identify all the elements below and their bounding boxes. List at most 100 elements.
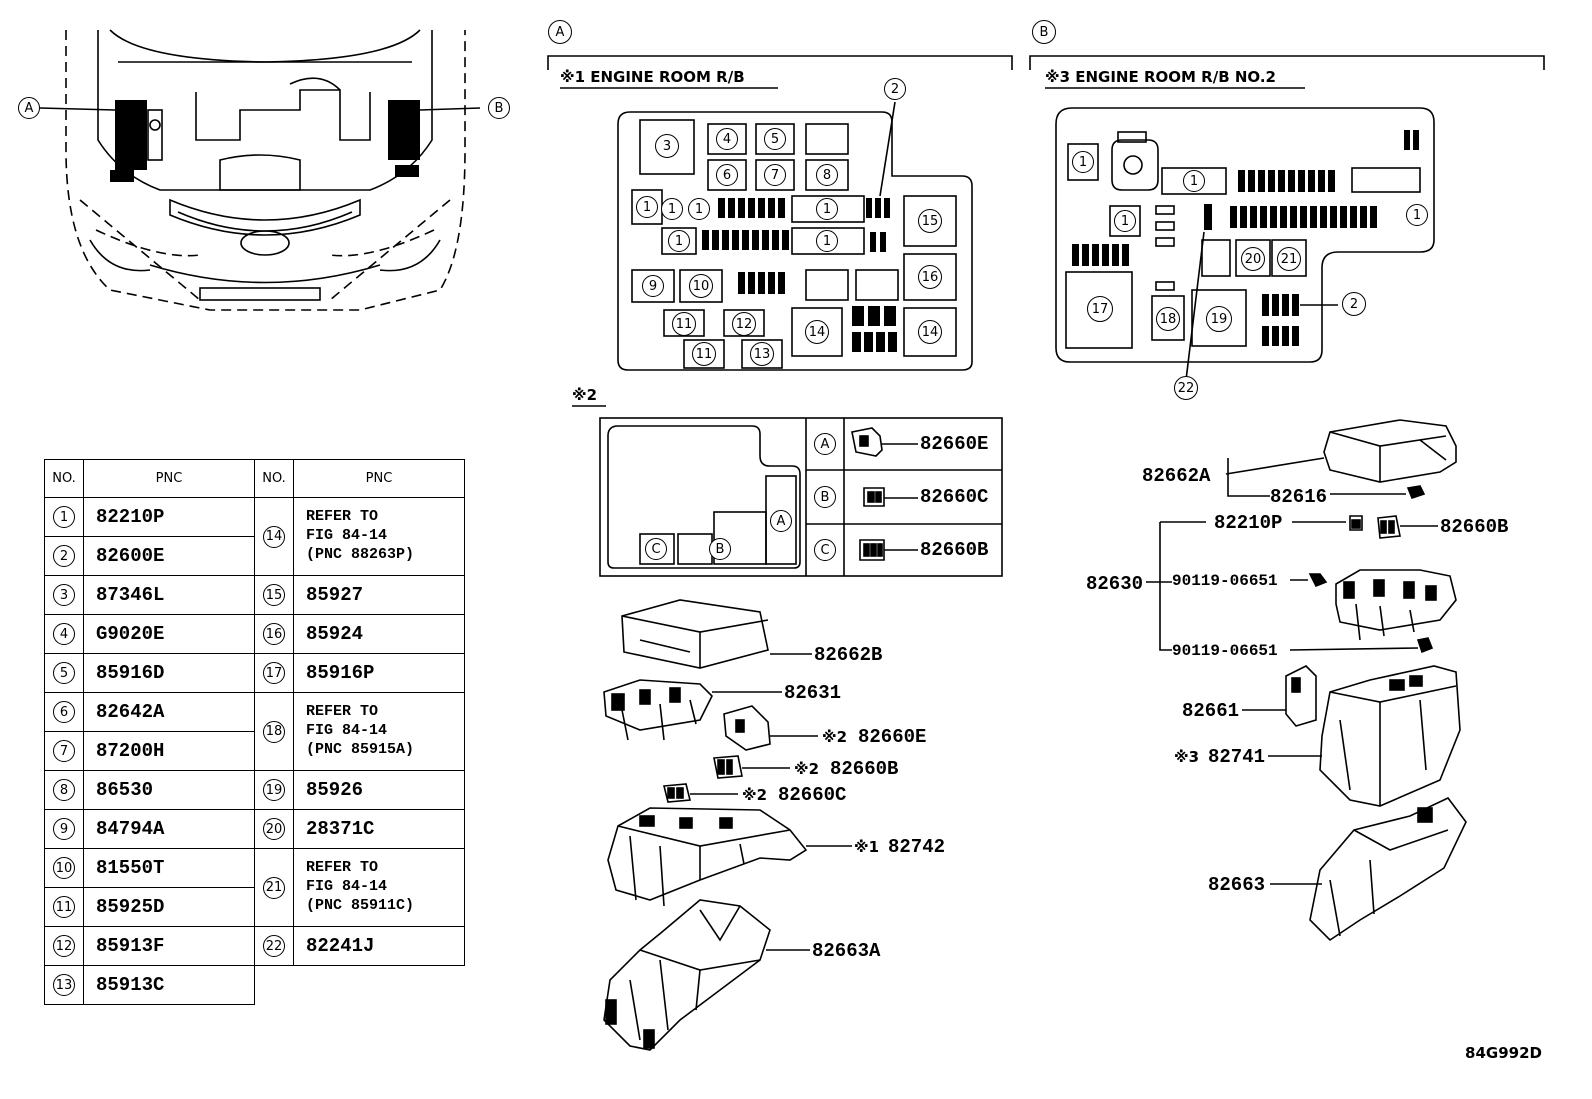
loc-b-22: 22 bbox=[1174, 376, 1198, 400]
row-pnc: 85916P bbox=[293, 653, 465, 693]
table-header-no: NO. bbox=[44, 459, 84, 498]
row-num: 21 bbox=[263, 876, 285, 899]
row-num: 16 bbox=[263, 623, 285, 646]
loc-b-1d: 1 bbox=[1406, 204, 1428, 226]
table-row: 5 85916D 17 85916P bbox=[44, 653, 465, 693]
loc-a-1a: 1 bbox=[636, 196, 658, 218]
part-82631: 82631 bbox=[784, 682, 842, 704]
loc-a-1b: 1 bbox=[661, 198, 683, 220]
row-num: 14 bbox=[263, 525, 285, 548]
table-header-pnc: PNC bbox=[83, 459, 255, 498]
fuse-blocks-b bbox=[1072, 130, 1419, 346]
table-row: 11 85925D bbox=[44, 887, 465, 927]
row-pnc: 81550T bbox=[83, 848, 255, 888]
part-90119-06651-a: 90119-06651 bbox=[1172, 572, 1278, 590]
callout-b-section: B bbox=[1032, 20, 1056, 44]
table-row: 3 87346L 15 85927 bbox=[44, 575, 465, 615]
row-pnc: G9020E bbox=[83, 614, 255, 654]
ref-line: (PNC 85915A) bbox=[306, 740, 415, 758]
loc-a-10: 10 bbox=[689, 274, 713, 298]
row-num: 7 bbox=[53, 740, 75, 763]
row-num: 1 bbox=[53, 506, 75, 529]
figure-code: 84G992D bbox=[1465, 1044, 1542, 1062]
row-num: 22 bbox=[263, 935, 285, 958]
row-num: 18 bbox=[263, 720, 285, 743]
row-num: 3 bbox=[53, 584, 75, 607]
loc-b-1a: 1 bbox=[1072, 151, 1094, 173]
row-num: 10 bbox=[53, 857, 75, 880]
table-header-no-2: NO. bbox=[254, 459, 294, 498]
row-pnc: 87346L bbox=[83, 575, 255, 615]
sub2-loc-a: A bbox=[770, 510, 792, 532]
part-82630: 82630 bbox=[1086, 573, 1144, 595]
ref-line: FIG 84-14 bbox=[306, 878, 388, 896]
ref-line: REFER TO bbox=[306, 859, 379, 877]
loc-a-1f: 1 bbox=[816, 230, 838, 252]
row-pnc: 85913F bbox=[83, 926, 255, 966]
callout-b-car: B bbox=[488, 97, 510, 119]
loc-a-8: 8 bbox=[816, 164, 838, 186]
table-row: 4 G9020E 16 85924 bbox=[44, 614, 465, 654]
row-num: 6 bbox=[53, 701, 75, 724]
loc-a-13: 13 bbox=[750, 342, 774, 366]
loc-a-1c: 1 bbox=[688, 198, 710, 220]
row-pnc: 85927 bbox=[293, 575, 465, 615]
part-82660C-a: 82660C bbox=[778, 784, 847, 806]
loc-a-4: 4 bbox=[716, 128, 738, 150]
loc-b-1c: 1 bbox=[1114, 210, 1136, 232]
sub2-row-a-part: 82660E bbox=[920, 433, 989, 455]
loc-a-16: 16 bbox=[918, 265, 942, 289]
row-pnc: 85924 bbox=[293, 614, 465, 654]
row-num: 12 bbox=[53, 935, 75, 958]
part-82616: 82616 bbox=[1270, 486, 1328, 508]
part-82741: 82741 bbox=[1208, 746, 1266, 768]
loc-a-9: 9 bbox=[642, 275, 664, 297]
part-82660E-a: 82660E bbox=[858, 726, 927, 748]
row-num: 15 bbox=[263, 584, 285, 607]
loc-a-14b: 14 bbox=[805, 320, 829, 344]
table-header-pnc-2: PNC bbox=[293, 459, 465, 498]
row-pnc: 85925D bbox=[83, 887, 255, 927]
row-pnc: 82210P bbox=[83, 497, 255, 537]
loc-a-3: 3 bbox=[655, 134, 679, 158]
ref-line: REFER TO bbox=[306, 703, 379, 721]
row-num: 13 bbox=[53, 974, 75, 997]
sub2-caption: ※2 bbox=[572, 386, 598, 404]
car-front-illustration bbox=[39, 29, 481, 311]
sub2-row-b-part: 82660C bbox=[920, 486, 989, 508]
part-82660B-b: 82660B bbox=[1440, 516, 1509, 538]
part-82663: 82663 bbox=[1208, 874, 1266, 896]
row-num: 20 bbox=[263, 818, 285, 841]
row-num: 17 bbox=[263, 662, 285, 685]
mark-2-82660C: ※2 bbox=[742, 786, 768, 804]
table-row: 13 85913C bbox=[44, 965, 465, 1005]
part-82661: 82661 bbox=[1182, 700, 1240, 722]
row-pnc: 82600E bbox=[83, 536, 255, 576]
sub2-box bbox=[572, 405, 1003, 577]
row-num: 9 bbox=[53, 818, 75, 841]
engine-room-rb-no2-caption: ※3 ENGINE ROOM R/B NO.2 bbox=[1045, 68, 1276, 86]
sub2-row-c-part: 82660B bbox=[920, 539, 989, 561]
loc-b-18: 18 bbox=[1156, 307, 1180, 331]
section-a-bracket bbox=[547, 55, 1013, 70]
part-90119-06651-b: 90119-06651 bbox=[1172, 642, 1278, 660]
ref-line: FIG 84-14 bbox=[306, 527, 388, 545]
loc-a-6: 6 bbox=[716, 164, 738, 186]
sub2-row-b-letter: B bbox=[814, 486, 836, 508]
row-num: 11 bbox=[53, 896, 75, 919]
part-82663A: 82663A bbox=[812, 940, 881, 962]
row-pnc: 85916D bbox=[83, 653, 255, 693]
loc-a-11b: 11 bbox=[692, 342, 716, 366]
loc-b-1b: 1 bbox=[1183, 170, 1205, 192]
part-82210P: 82210P bbox=[1214, 512, 1283, 534]
loc-b-20: 20 bbox=[1241, 247, 1265, 271]
table-row: 8 86530 19 85926 bbox=[44, 770, 465, 810]
loc-a-12: 12 bbox=[732, 312, 756, 336]
loc-a-1d: 1 bbox=[816, 198, 838, 220]
